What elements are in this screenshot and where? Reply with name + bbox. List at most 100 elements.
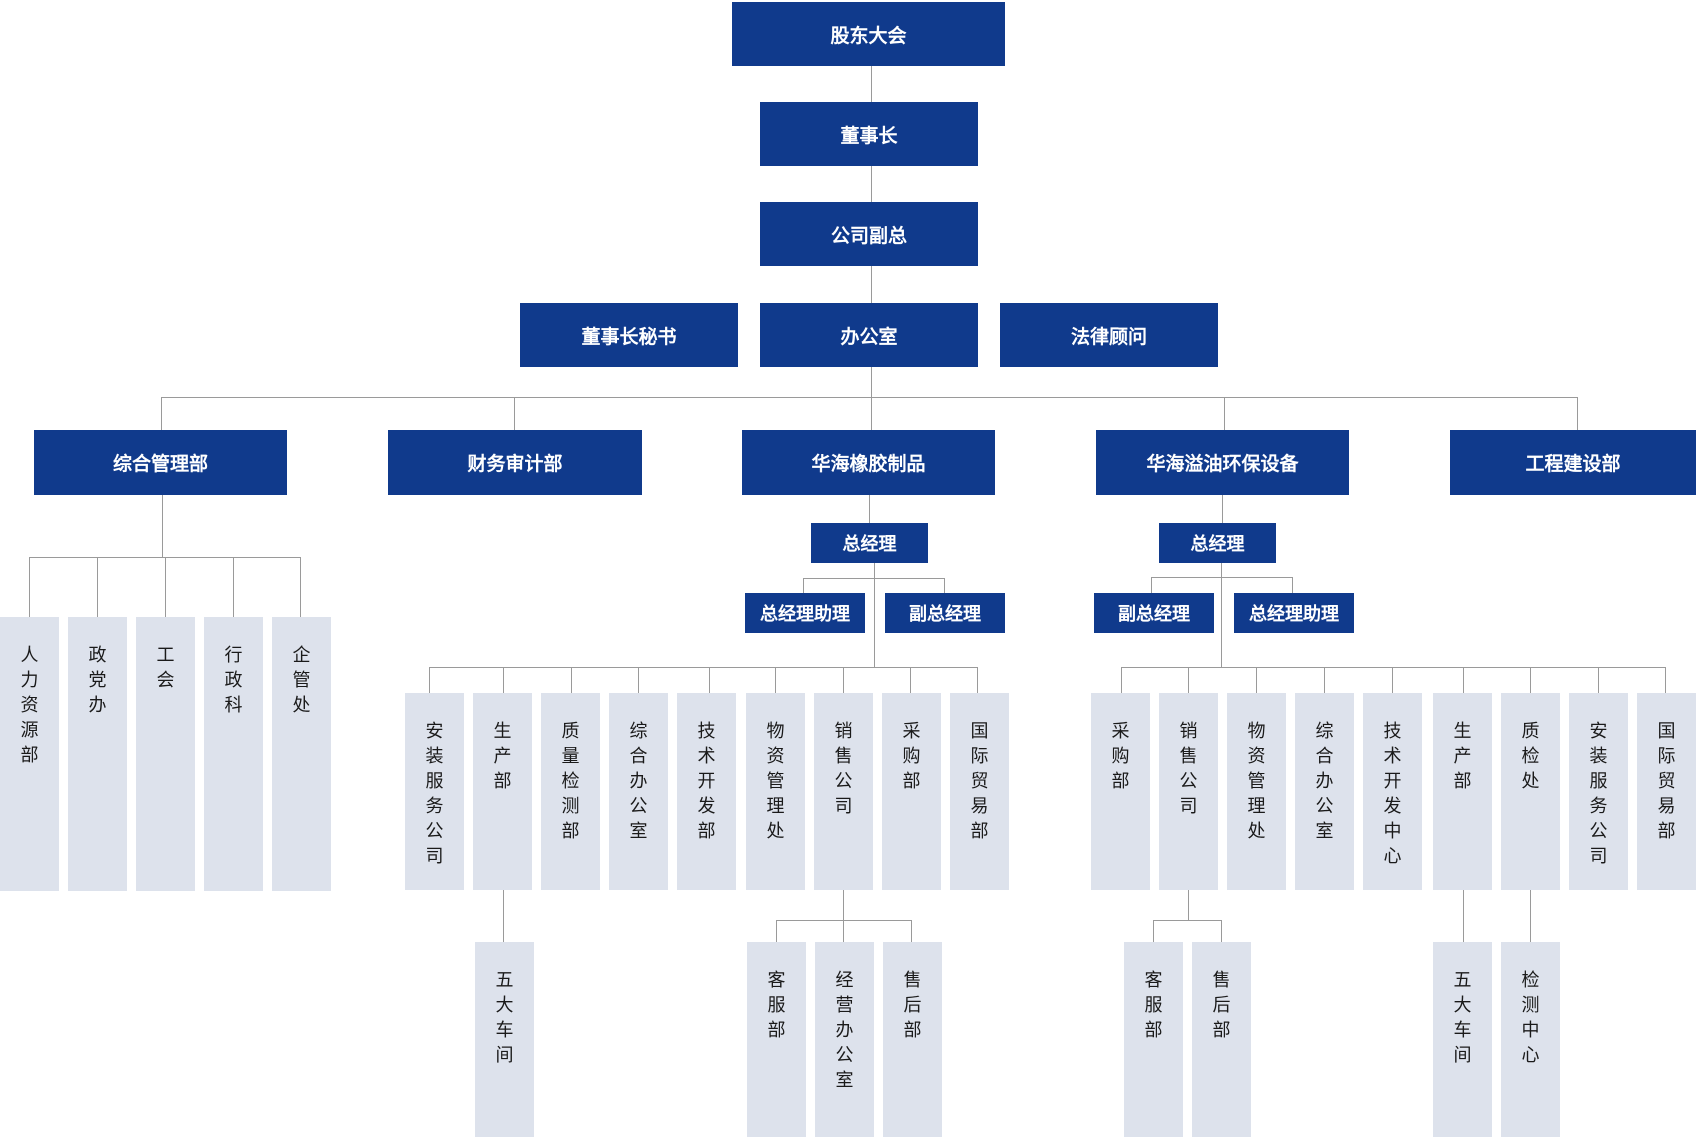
connector-line bbox=[1222, 495, 1223, 523]
connector-line bbox=[514, 397, 515, 430]
connector-line bbox=[910, 667, 911, 693]
oil-spill-sub: 销售公司 bbox=[1159, 693, 1218, 890]
rubber-deputy-gm: 副总经理 bbox=[885, 593, 1005, 633]
sub-label: 销售公司 bbox=[1179, 721, 1198, 817]
dept-oil-spill: 华海溢油环保设备 bbox=[1096, 430, 1349, 495]
sub-label: 售后部 bbox=[903, 970, 922, 1041]
general-mgmt-sub: 行政科 bbox=[204, 617, 263, 891]
connector-line bbox=[1324, 667, 1325, 693]
connector-line bbox=[503, 890, 504, 942]
connector-line bbox=[165, 557, 166, 617]
sub-label: 售后部 bbox=[1212, 970, 1231, 1041]
rubber-sub: 物资管理处 bbox=[746, 693, 805, 890]
sub-label: 采购部 bbox=[902, 721, 921, 792]
sub-label: 企管处 bbox=[292, 645, 311, 716]
connector-line bbox=[843, 920, 844, 942]
connector-line bbox=[1463, 890, 1464, 942]
connector-line bbox=[1292, 577, 1293, 593]
sub-label: 物资管理处 bbox=[766, 721, 785, 842]
sub-label: 检测中心 bbox=[1521, 970, 1540, 1066]
connector-line bbox=[1392, 667, 1393, 693]
vice-president-box: 公司副总 bbox=[760, 202, 978, 266]
connector-line bbox=[1598, 667, 1599, 693]
connector-line bbox=[161, 397, 1578, 398]
oil-spill-sales-sub: 售后部 bbox=[1192, 942, 1251, 1137]
connector-line bbox=[571, 667, 572, 693]
oil-spill-production-sub: 五大车间 bbox=[1433, 942, 1492, 1137]
dept-rubber: 华海橡胶制品 bbox=[742, 430, 995, 495]
sub-label: 行政科 bbox=[224, 645, 243, 716]
connector-line bbox=[1530, 667, 1531, 693]
sub-label: 国际贸易部 bbox=[970, 721, 989, 842]
connector-line bbox=[1665, 667, 1666, 693]
oil-spill-sub: 物资管理处 bbox=[1227, 693, 1286, 890]
sub-label: 人力资源部 bbox=[20, 645, 39, 766]
sub-label: 质量检测部 bbox=[561, 721, 580, 842]
sub-label: 客服部 bbox=[1144, 970, 1163, 1041]
rubber-sub: 生产部 bbox=[473, 693, 532, 890]
sub-label: 安装服务公司 bbox=[425, 721, 444, 867]
rubber-sales-sub: 售后部 bbox=[883, 942, 942, 1137]
connector-line bbox=[874, 563, 875, 667]
connector-line bbox=[843, 667, 844, 693]
connector-line bbox=[1577, 397, 1578, 430]
sub-label: 综合办公室 bbox=[629, 721, 648, 842]
rubber-production-sub: 五大车间 bbox=[475, 942, 534, 1137]
connector-line bbox=[911, 920, 912, 942]
oil-spill-sub: 综合办公室 bbox=[1295, 693, 1354, 890]
rubber-sub: 综合办公室 bbox=[609, 693, 668, 890]
oil-spill-sub: 质检处 bbox=[1501, 693, 1560, 890]
sub-label: 工会 bbox=[156, 645, 175, 691]
sub-label: 生产部 bbox=[1453, 721, 1472, 792]
shareholders-box: 股东大会 bbox=[732, 2, 1005, 66]
oil-spill-sub: 采购部 bbox=[1091, 693, 1150, 890]
sub-label: 技术开发部 bbox=[697, 721, 716, 842]
connector-line bbox=[97, 557, 98, 617]
sub-label: 安装服务公司 bbox=[1589, 721, 1608, 867]
oil-spill-gm: 总经理 bbox=[1159, 523, 1276, 563]
connector-line bbox=[776, 920, 777, 942]
sub-label: 生产部 bbox=[493, 721, 512, 792]
connector-line bbox=[1121, 667, 1122, 693]
sub-label: 技术开发中心 bbox=[1383, 721, 1402, 867]
general-mgmt-sub: 企管处 bbox=[272, 617, 331, 891]
sub-label: 综合办公室 bbox=[1315, 721, 1334, 842]
chairman-box: 董事长 bbox=[760, 102, 978, 166]
secretary-box: 董事长秘书 bbox=[520, 303, 738, 367]
general-mgmt-sub: 工会 bbox=[136, 617, 195, 891]
sub-label: 物资管理处 bbox=[1247, 721, 1266, 842]
connector-line bbox=[1188, 667, 1189, 693]
connector-line bbox=[1224, 397, 1225, 430]
connector-line bbox=[1151, 577, 1152, 593]
sub-label: 采购部 bbox=[1111, 721, 1130, 792]
sub-label: 经营办公室 bbox=[835, 970, 854, 1091]
connector-line bbox=[869, 495, 870, 523]
connector-line bbox=[709, 667, 710, 693]
connector-line bbox=[503, 667, 504, 693]
connector-line bbox=[429, 667, 430, 693]
oil-spill-qc-sub: 检测中心 bbox=[1501, 942, 1560, 1137]
oil-spill-sales-sub: 客服部 bbox=[1124, 942, 1183, 1137]
dept-finance-audit: 财务审计部 bbox=[388, 430, 642, 495]
connector-line bbox=[871, 397, 872, 430]
sub-label: 政党办 bbox=[88, 645, 107, 716]
connector-line bbox=[1153, 920, 1154, 942]
sub-label: 五大车间 bbox=[495, 970, 514, 1066]
connector-line bbox=[1221, 563, 1222, 667]
oil-spill-sub: 技术开发中心 bbox=[1363, 693, 1422, 890]
connector-line bbox=[429, 667, 978, 668]
oil-spill-sub: 国际贸易部 bbox=[1637, 693, 1696, 890]
rubber-sub: 质量检测部 bbox=[541, 693, 600, 890]
rubber-sales-sub: 经营办公室 bbox=[815, 942, 874, 1137]
sub-label: 质检处 bbox=[1521, 721, 1540, 792]
connector-line bbox=[1530, 890, 1531, 942]
connector-line bbox=[233, 557, 234, 617]
rubber-sub: 销售公司 bbox=[814, 693, 873, 890]
connector-line bbox=[977, 667, 978, 693]
rubber-gm-assistant: 总经理助理 bbox=[745, 593, 865, 633]
dept-engineering: 工程建设部 bbox=[1450, 430, 1696, 495]
connector-line bbox=[803, 578, 804, 593]
rubber-sub: 安装服务公司 bbox=[405, 693, 464, 890]
oil-spill-sub: 安装服务公司 bbox=[1569, 693, 1628, 890]
